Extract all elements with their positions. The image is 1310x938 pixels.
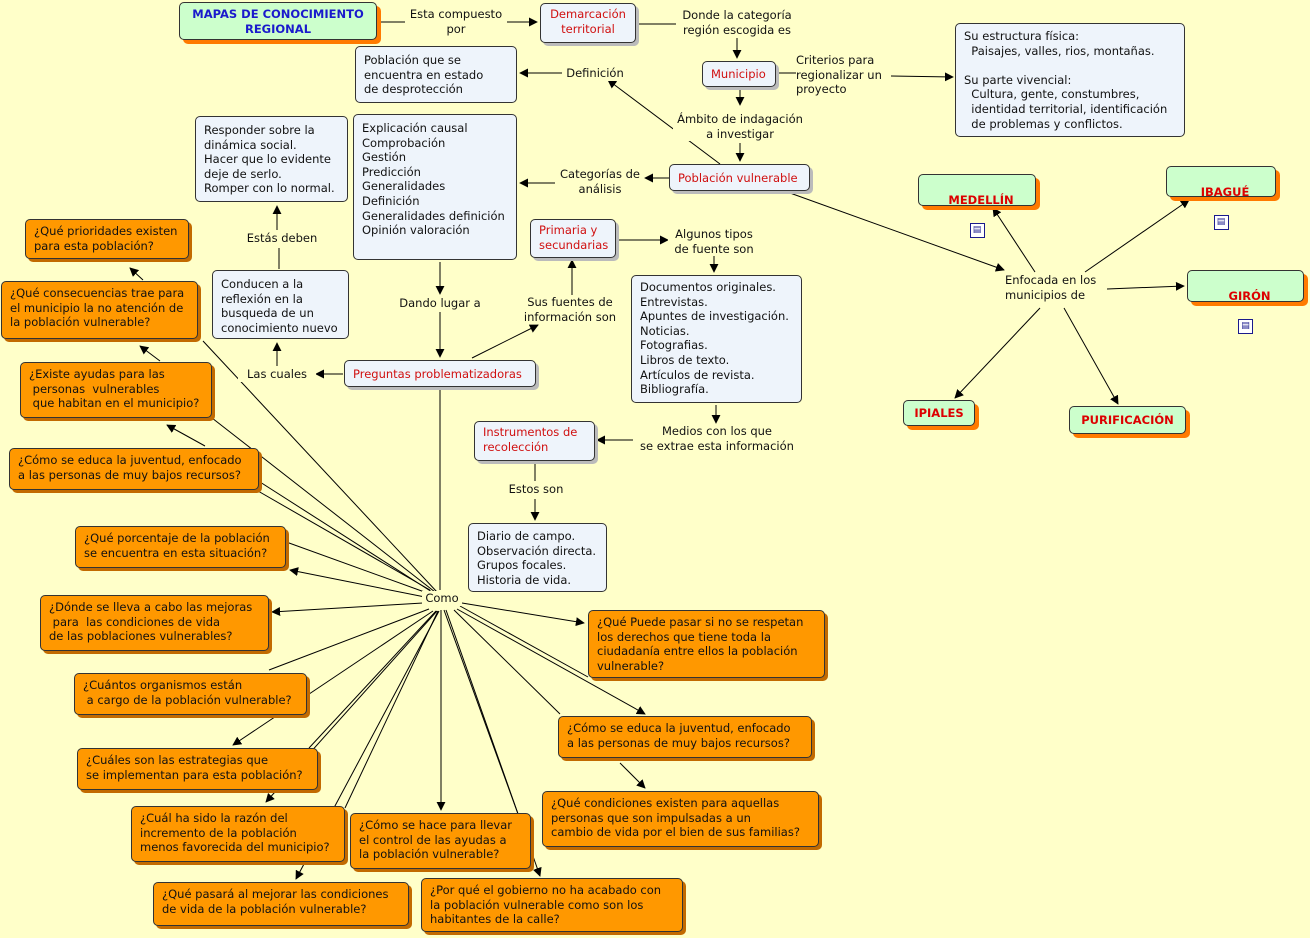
question-box[interactable]: ¿Cómo se educa la juventud, enfocado a l…: [558, 716, 812, 758]
node-poblacion-vulnerable[interactable]: Población vulnerable: [669, 164, 810, 191]
question-box[interactable]: ¿Cuál ha sido la razón del incremento de…: [131, 806, 345, 862]
question-box[interactable]: ¿Cómo se educa la juventud, enfocado a l…: [9, 448, 259, 490]
label-criterios: Criterios para regionalizar un proyecto: [796, 53, 890, 97]
question-box[interactable]: ¿Cómo se hace para llevar el control de …: [350, 813, 531, 869]
label-definicion: Definición: [562, 66, 628, 81]
label-dando-lugar: Dando lugar a: [394, 296, 486, 311]
label-estos-son: Estos son: [500, 482, 572, 497]
city-medellin[interactable]: MEDELLÍN ▤: [918, 174, 1036, 238]
node-conducen[interactable]: Conducen a la reflexión en la busqueda d…: [212, 270, 349, 339]
city-purificacion[interactable]: PURIFICACIÓN: [1069, 406, 1186, 434]
city-giron-label: GIRÓN: [1228, 288, 1271, 303]
node-estructura[interactable]: Su estructura física: Paisajes, valles, …: [955, 23, 1185, 137]
question-box[interactable]: ¿Existe ayudas para las personas vulnera…: [20, 362, 212, 418]
node-responder[interactable]: Responder sobre la dinámica social. Hace…: [195, 116, 348, 202]
document-icon[interactable]: ▤: [969, 222, 985, 238]
question-box[interactable]: ¿Qué prioridades existen para esta pobla…: [25, 219, 189, 259]
node-primaria-secundarias[interactable]: Primaria y secundarias: [530, 219, 616, 258]
label-medios: Medios con los que se extrae esta inform…: [633, 424, 801, 454]
question-box[interactable]: ¿Cuáles son las estrategias que se imple…: [77, 748, 318, 790]
map-title: MAPAS DE CONOCIMIENTO REGIONAL: [179, 2, 377, 40]
document-icon[interactable]: ▤: [1213, 214, 1229, 230]
question-box[interactable]: ¿Qué condiciones existen para aquellas p…: [542, 791, 819, 847]
question-box[interactable]: ¿Qué Puede pasar si no se respetan los d…: [588, 610, 825, 678]
city-ipiales[interactable]: IPIALES: [903, 400, 975, 426]
node-categorias-lista[interactable]: Explicación causal Comprobación Gestión …: [353, 114, 517, 260]
label-algunos-tipos: Algunos tipos de fuente son: [668, 227, 760, 257]
node-poblacion-desproteccion[interactable]: Población que se encuentra en estado de …: [355, 46, 517, 103]
label-enfocada: Enfocada en los municipios de: [1005, 273, 1107, 303]
city-ibague[interactable]: IBAGUÉ ▤: [1166, 166, 1276, 230]
node-preguntas-problematizadoras[interactable]: Preguntas problematizadoras: [344, 360, 536, 387]
label-las-cuales: Las cuales: [238, 367, 316, 382]
label-categorias-analisis: Categorías de análisis: [556, 167, 644, 197]
question-box[interactable]: ¿Qué consecuencias trae para el municipi…: [1, 281, 198, 339]
label-donde-categoria: Donde la categoría región escogida es: [676, 8, 798, 38]
city-medellin-label: MEDELLÍN: [948, 192, 1014, 207]
question-box[interactable]: ¿Dónde se lleva a cabo las mejoras para …: [40, 595, 269, 651]
question-box[interactable]: ¿Qué pasará al mejorar las condiciones d…: [153, 882, 409, 926]
label-esta-compuesto: Esta compuesto por: [406, 7, 506, 37]
label-como: Como: [422, 591, 462, 606]
node-demarcacion-territorial[interactable]: Demarcación territorial: [540, 3, 636, 43]
document-icon[interactable]: ▤: [1238, 318, 1253, 334]
label-sus-fuentes: Sus fuentes de información son: [519, 295, 621, 325]
node-documentos[interactable]: Documentos originales. Entrevistas. Apun…: [631, 275, 802, 403]
city-ibague-label: IBAGUÉ: [1200, 184, 1250, 199]
node-instrumentos[interactable]: Instrumentos de recolección: [474, 421, 595, 461]
question-box[interactable]: ¿Qué porcentaje de la población se encue…: [75, 526, 286, 568]
city-giron[interactable]: GIRÓN ▤: [1187, 270, 1304, 334]
label-estas-deben: Estás deben: [242, 231, 322, 246]
node-diario[interactable]: Diario de campo. Observación directa. Gr…: [468, 523, 607, 592]
label-ambito: Ámbito de indagación a investigar: [673, 112, 807, 142]
node-municipio[interactable]: Municipio: [702, 61, 776, 87]
question-box[interactable]: ¿Por qué el gobierno no ha acabado con l…: [421, 878, 683, 932]
question-box[interactable]: ¿Cuántos organismos están a cargo de la …: [74, 673, 307, 715]
